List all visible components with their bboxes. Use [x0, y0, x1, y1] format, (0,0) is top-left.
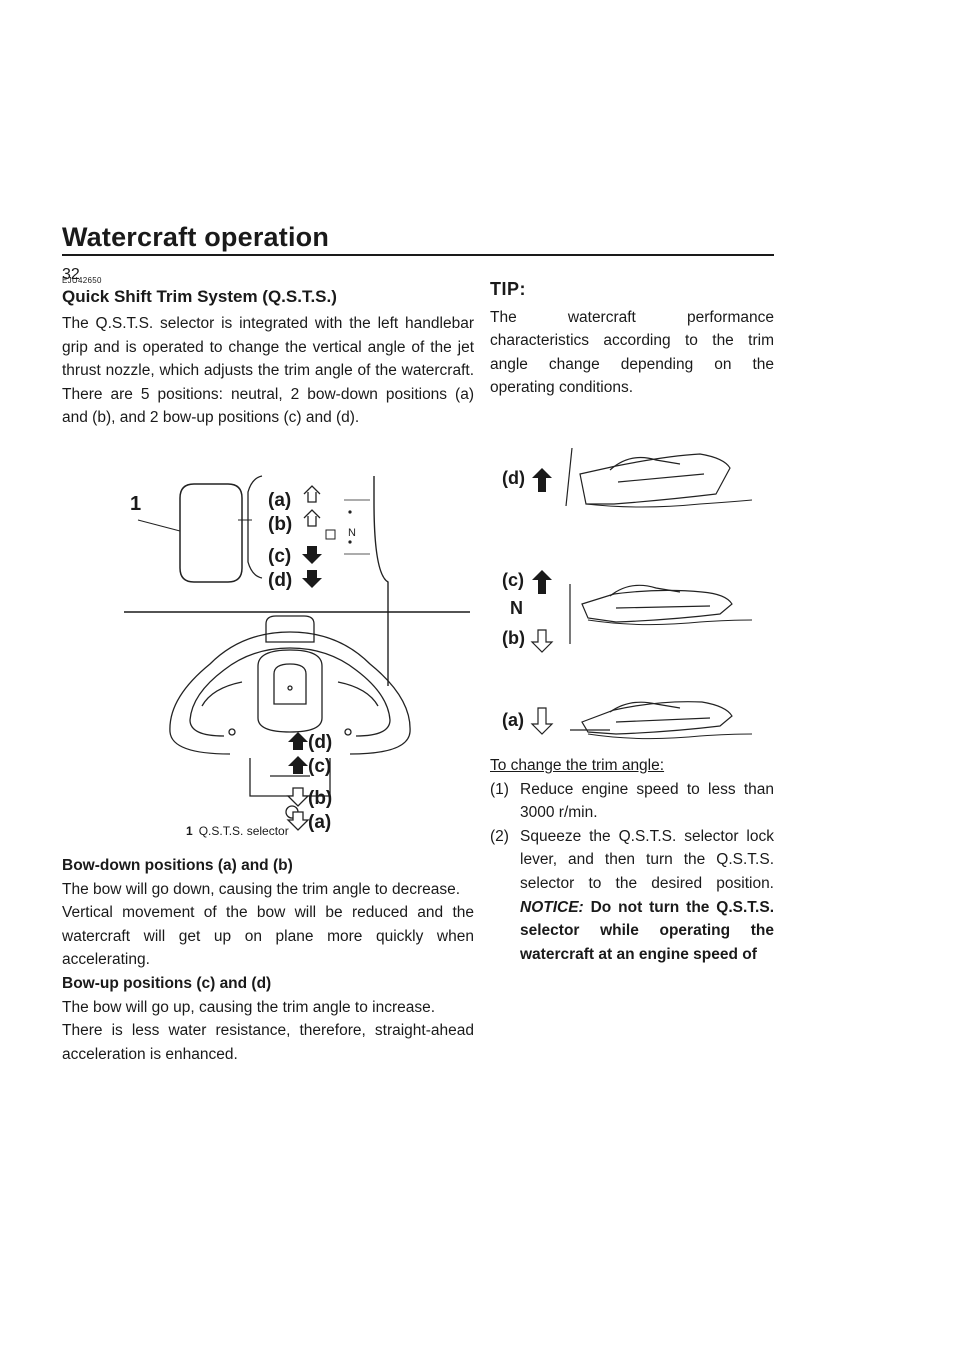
step-number: (2)	[490, 827, 509, 845]
trim-label-n: N	[510, 598, 523, 618]
callout-1: 1	[130, 493, 141, 515]
tip-title: TIP:	[490, 279, 526, 299]
qsts-selector-illustration: N 1 (a) (b) (c) (d)	[124, 475, 470, 833]
down-arrow-outline-icon	[303, 485, 321, 527]
bow-down-heading: Bow-down positions (a) and (b)	[62, 856, 293, 874]
down-arrow-outline-icon	[530, 629, 554, 653]
caption-number: 1	[186, 824, 193, 838]
watercraft-side-view-d	[565, 447, 753, 508]
label-a: (a)	[268, 490, 291, 511]
bow-up-paragraph-1: The bow will go up, causing the trim ang…	[62, 998, 436, 1016]
label-b: (b)	[268, 514, 292, 535]
reference-code: EJU42650	[62, 276, 102, 285]
notice-text: Do not turn the Q.S.T.S. selector while …	[520, 898, 774, 963]
label-d: (d)	[268, 570, 292, 591]
header-divider	[62, 254, 774, 256]
trim-angle-figure: (d) (c) N (b) (a)	[490, 408, 774, 754]
down-arrow-outline-icon-topview	[286, 787, 310, 831]
figure-caption: 1 Q.S.T.S. selector	[186, 824, 289, 838]
procedure-step: (1) Reduce engine speed to less than 300…	[490, 778, 774, 825]
down-arrow-outline-icon	[530, 707, 554, 735]
watercraft-side-view-n	[569, 583, 753, 644]
step-text: Reduce engine speed to less than 3000 r/…	[520, 780, 774, 822]
label-c-topview: (c)	[308, 756, 331, 777]
trim-label-b: (b)	[502, 628, 525, 648]
trim-label-c: (c)	[502, 570, 524, 590]
label-d-topview: (d)	[308, 732, 332, 753]
watercraft-side-view-a	[570, 701, 753, 740]
procedure-step: (2) Squeeze the Q.S.T.S. selector lock l…	[490, 825, 774, 967]
label-a-topview: (a)	[308, 812, 331, 833]
right-column: TIP: The watercraft performance characte…	[490, 276, 774, 966]
left-column: EJU42650 Quick Shift Trim System (Q.S.T.…	[62, 276, 474, 1066]
notice-label: NOTICE:	[520, 898, 584, 916]
caption-text: Q.S.T.S. selector	[198, 824, 289, 838]
procedure-heading: To change the trim angle:	[490, 756, 665, 774]
up-arrow-solid-icon	[288, 731, 308, 774]
trim-label-d: (d)	[502, 468, 525, 488]
bow-up-heading: Bow-up positions (c) and (d)	[62, 974, 272, 992]
watercraft-top-view	[169, 615, 411, 819]
neutral-label-small: N	[348, 527, 356, 539]
procedure-steps: (1) Reduce engine speed to less than 300…	[490, 778, 774, 967]
tip-paragraph: The watercraft performance characteristi…	[490, 308, 774, 397]
page-number: 32	[62, 266, 80, 283]
page-title: Watercraft operation	[62, 222, 330, 252]
label-b-topview: (b)	[308, 788, 332, 809]
trim-angle-illustration: (d) (c) N (b) (a)	[502, 447, 753, 740]
step-text: Squeeze the Q.S.T.S. selector lock lever…	[520, 827, 774, 892]
up-arrow-solid-icon	[532, 467, 552, 492]
label-c: (c)	[268, 546, 291, 567]
step-number: (1)	[490, 780, 509, 798]
down-arrow-solid-icon	[302, 545, 322, 588]
bow-up-paragraph-2: There is less water resistance, therefor…	[62, 1022, 474, 1063]
qsts-selector-figure: N 1 (a) (b) (c) (d)	[62, 436, 474, 836]
intro-paragraph: The Q.S.T.S. selector is integrated with…	[62, 315, 474, 427]
bow-down-paragraph-2: Vertical movement of the bow will be red…	[62, 904, 474, 969]
trim-label-a: (a)	[502, 710, 524, 730]
bow-down-paragraph-1: The bow will go down, causing the trim a…	[62, 880, 461, 898]
section-title: Quick Shift Trim System (Q.S.T.S.)	[62, 287, 337, 306]
up-arrow-solid-icon	[532, 569, 552, 594]
